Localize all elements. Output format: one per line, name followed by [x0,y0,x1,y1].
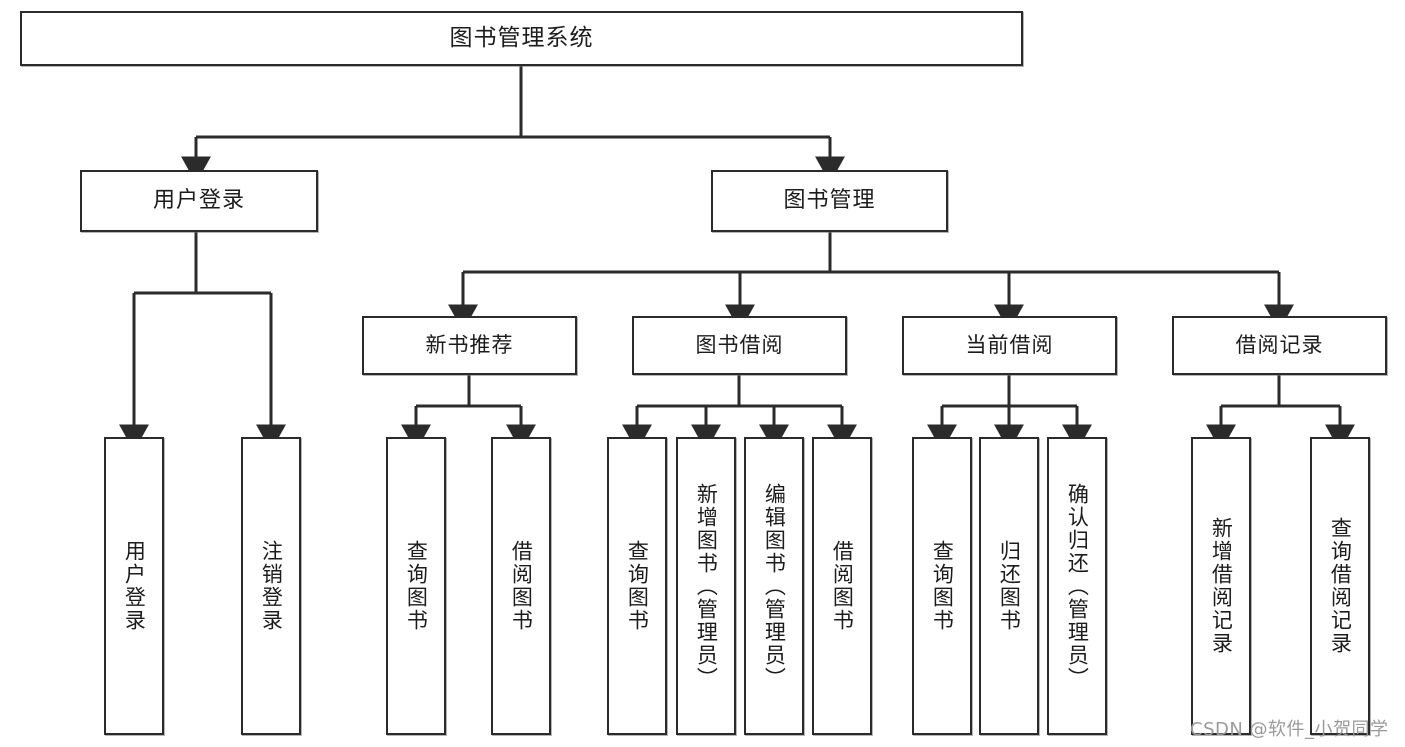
leaf-current-borrow-confirm-return-admin[interactable]: 确认归还（管理员） [1047,437,1107,735]
node-label: 图书借阅 [695,333,784,358]
node-root-book-management-system[interactable]: 图书管理系统 [20,11,1023,66]
node-borrow-record[interactable]: 借阅记录 [1172,316,1387,375]
node-label: 新书推荐 [425,333,514,358]
leaf-current-borrow-query-book[interactable]: 查询图书 [912,437,972,735]
leaf-borrow-record-add-record[interactable]: 新增借阅记录 [1191,437,1251,735]
leaf-book-borrow-edit-book-admin[interactable]: 编辑图书（管理员） [744,437,804,735]
leaf-borrow-record-query-record[interactable]: 查询借阅记录 [1310,437,1370,735]
node-label: 借阅图书 [509,540,534,632]
node-label: 图书管理 [783,188,876,214]
leaf-book-borrow-borrow-book[interactable]: 借阅图书 [812,437,872,735]
watermark-credit: CSDN @软件_小贺同学 [1190,719,1389,740]
node-label: 确认归还（管理员） [1065,482,1090,690]
node-new-book-recommend[interactable]: 新书推荐 [362,316,577,375]
node-label: 查询图书 [930,540,955,632]
node-label: 新增图书（管理员） [694,482,719,690]
leaf-new-book-recommend-query-book[interactable]: 查询图书 [386,437,446,735]
node-label: 查询借阅记录 [1328,517,1353,655]
node-label: 编辑图书（管理员） [762,482,787,690]
node-label: 借阅记录 [1235,333,1324,358]
leaf-current-borrow-return-book[interactable]: 归还图书 [979,437,1039,735]
leaf-book-borrow-query-book[interactable]: 查询图书 [607,437,667,735]
node-label: 用户登录 [122,540,147,632]
leaf-user-login-login[interactable]: 用户登录 [104,437,164,735]
node-book-borrow[interactable]: 图书借阅 [632,316,847,375]
node-book-management[interactable]: 图书管理 [711,170,948,232]
node-label: 用户登录 [152,188,245,214]
leaf-new-book-recommend-borrow-book[interactable]: 借阅图书 [491,437,551,735]
leaf-book-borrow-add-book-admin[interactable]: 新增图书（管理员） [676,437,736,735]
leaf-user-login-logout[interactable]: 注销登录 [241,437,301,735]
node-user-login[interactable]: 用户登录 [80,170,318,232]
node-label: 图书管理系统 [449,25,594,52]
node-label: 查询图书 [625,540,650,632]
node-current-borrow[interactable]: 当前借阅 [902,316,1117,375]
node-label: 注销登录 [259,540,284,632]
node-label: 新增借阅记录 [1209,517,1234,655]
node-label: 借阅图书 [830,540,855,632]
node-label: 当前借阅 [965,333,1054,358]
node-label: 查询图书 [404,540,429,632]
node-label: 归还图书 [997,540,1022,632]
